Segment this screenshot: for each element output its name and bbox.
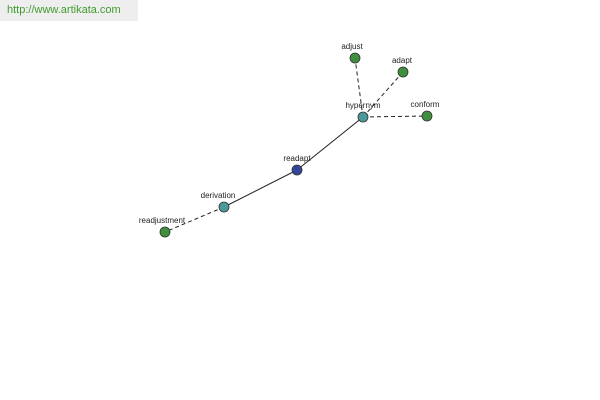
label-derivation: derivation bbox=[201, 191, 236, 200]
edge-hypernym-conform bbox=[362, 115, 428, 118]
node-readapt[interactable] bbox=[291, 164, 303, 176]
edge-derivation-readjustment bbox=[164, 206, 225, 233]
node-adjust[interactable] bbox=[349, 52, 361, 64]
edge-hypernym-adapt bbox=[362, 71, 404, 118]
labels-layer: readapt hypernym derivation adjust adapt conf… bbox=[139, 42, 440, 225]
label-adjust: adjust bbox=[341, 42, 363, 51]
edge-hypernym-adjust bbox=[354, 57, 364, 118]
node-hypernym[interactable] bbox=[357, 111, 369, 123]
node-adapt[interactable] bbox=[397, 66, 409, 78]
node-derivation[interactable] bbox=[218, 201, 230, 213]
label-readjustment: readjustment bbox=[139, 216, 186, 225]
edge-readapt-hypernym bbox=[296, 116, 364, 171]
nodes-layer bbox=[159, 52, 433, 238]
edge-readapt-derivation bbox=[223, 169, 298, 208]
edges-layer bbox=[164, 57, 428, 233]
label-conform: conform bbox=[411, 100, 440, 109]
node-readjustment[interactable] bbox=[159, 226, 171, 238]
header-band: http://www.artikata.com bbox=[0, 0, 138, 21]
label-adapt: adapt bbox=[392, 56, 413, 65]
label-readapt: readapt bbox=[283, 154, 311, 163]
node-conform[interactable] bbox=[421, 110, 433, 122]
label-hypernym: hypernym bbox=[345, 101, 380, 110]
site-link[interactable]: http://www.artikata.com bbox=[7, 4, 121, 16]
